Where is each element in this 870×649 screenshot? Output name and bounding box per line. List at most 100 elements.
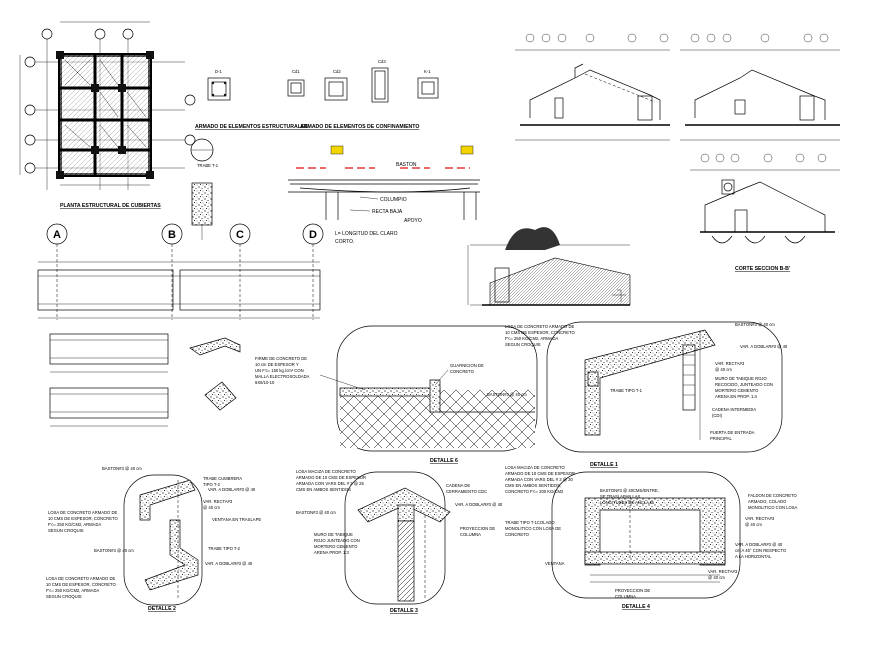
d1-puerta-2: PRINCIPAL: [710, 436, 732, 441]
d1-muro-4: ARENA EN PROP. 1:4: [715, 394, 757, 399]
d3-muro-3: MORTERO CEMENTO: [314, 544, 358, 549]
axis-c-label: C: [236, 229, 244, 241]
apoyo-label: APOYO: [404, 218, 422, 224]
section-bb-title: CORTE SECCION B-B': [735, 266, 790, 272]
small-eave-sections: [189, 337, 241, 411]
detalle-1: LOSA DE CONCRETO ARMADO DE 10 CMS DE ESP…: [505, 321, 788, 468]
d2-var-recta-1: VAR. RECTA#3: [203, 499, 233, 504]
trabe-t1-label: TRABE T-1: [197, 163, 219, 168]
d1-losa-1: LOSA DE CONCRETO ARMADO DE: [505, 324, 574, 329]
d2-losa-bot-2: 10 CMS DE ESPESOR, CONCRETO: [46, 582, 116, 587]
d1-losa-4: SEGUN CROQUIS: [505, 342, 541, 347]
d3-muro-4: ARENA PROP. 1:3: [314, 550, 350, 555]
d4-faldon-1: FALDON DE CONCRETO: [748, 493, 798, 498]
d3-proyeccion-1: PROYECCION DE: [460, 526, 495, 531]
d4-proyeccion-2: COLUMNA: [615, 594, 636, 599]
d2-losa-top-1: LOSA DE CONCRETO ARMADO DE: [48, 510, 117, 515]
d2-var-doblar-2: VAR. A DOBLAR#3 @ 40: [205, 561, 253, 566]
detalle-6: FIRME DE CONCRETO DE 10 cm DE ESPESOR Y …: [255, 325, 538, 464]
d3-baston: BASTON#3 @ 40 cm: [296, 510, 336, 515]
d4-losa-1: LOSA MACIZA DE CONCRETO: [505, 465, 565, 470]
d3-cadena-1: CADENA DE: [446, 483, 470, 488]
d3-proyeccion-2: COLUMNA: [460, 532, 481, 537]
elevation-left: [515, 33, 670, 141]
detalle-2: BASTON#3 @ 40 cm TRABE CUMBRERA TIPO T-2…: [46, 466, 261, 612]
cd1-label: Cd1: [292, 69, 300, 74]
elevation-right: [680, 33, 840, 141]
d4-losa-5: CONCRETO F'c= 200 KG/CM2: [505, 489, 564, 494]
d1-losa-2: 10 CMS DE ESPESOR, CONCRETO: [505, 330, 575, 335]
d2-var-doblar-1: VAR. A DOBLAR#3 @ 40: [208, 487, 256, 492]
section-bb: CORTE SECCION B-B': [690, 153, 840, 272]
firme-line-5: 6X6/10-10: [255, 380, 275, 385]
d3-muro-2: ROJO JUNTEADO CON: [314, 538, 360, 543]
beam-elevations: [37, 261, 321, 427]
baston-label: BASTON: [396, 162, 417, 168]
structural-elements: D-1 ARMADO DE ELEMENTOS ESTRUCTURALES: [195, 69, 308, 130]
d4-faldon-2: ARMADO, COLADO: [748, 499, 787, 504]
d4-trabe-1: TRABE TIPO T-1COLADO: [505, 520, 555, 525]
firme-line-3: UN F'c= 150 kg./cm² CON: [255, 368, 304, 373]
d3-cadena-2: CERRAMIENTO CDC: [446, 489, 487, 494]
d1-cadena-2: (CDI): [712, 413, 723, 418]
recta-baja-label: RECTA BAJA: [372, 209, 403, 215]
firme-line-1: FIRME DE CONCRETO DE: [255, 356, 307, 361]
d2-baston-top: BASTON#3 @ 40 cm: [102, 466, 142, 471]
d2-ventana: VENTANA EN TRASLAPE: [212, 517, 261, 522]
d3-muro-1: MURO DE TABIQUE: [314, 532, 353, 537]
d4-losa-3: ARMADA CON VARS DEL # 3 @ 30: [505, 477, 573, 482]
detalle6-title: DETALLE 6: [430, 458, 458, 464]
guarnicion-line-2: CONCRETO: [450, 369, 475, 374]
d3-losa-2: ARMADO DE 10 CMS DE ESPESOR: [296, 475, 366, 480]
columpio-label: COLUMPIO: [380, 197, 407, 203]
d4-var-doblar-2: cm A 45° CON RESPECTO: [735, 548, 787, 553]
firme-line-4: MALLA ELECTROSOLDADA: [255, 374, 310, 379]
detalle3-title: DETALLE 3: [390, 608, 418, 614]
d2-cumbrera-1: TRABE CUMBRERA: [203, 476, 242, 481]
d1-trabe: TRABE TIPO T-1: [610, 388, 643, 393]
detalle6-baston: BASTON#3 @ 40 cm: [487, 392, 527, 397]
d2-losa-top-4: SEGUN CROQUIS: [48, 528, 84, 533]
detalle4-title: DETALLE 4: [622, 604, 650, 610]
d3-losa-3: ARMADA CON VARS DEL # 3 @ 25: [296, 481, 364, 486]
cd2-label: Cd2: [333, 69, 341, 74]
d4-var-recta2-1: VAR. RECTA#3: [708, 569, 738, 574]
confinement-elements-title: ARMADO DE ELEMENTOS DE CONFINAMIENTO: [300, 124, 419, 130]
d1-var-recta-2: @ 40 cm: [715, 367, 732, 372]
d4-var-recta-2: @ 40 cm: [745, 522, 762, 527]
d4-var-recta-1: VAR. RECTA#3: [745, 516, 775, 521]
detalle-4: LOSA MACIZA DE CONCRETO ARMADO DE 10 CMS…: [505, 465, 798, 610]
d3-losa-1: LOSA MACIZA DE CONCRETO: [296, 469, 356, 474]
d3-losa-4: CMS EN AMBOS SENTIDOS: [296, 487, 351, 492]
d4-baston-1: BASTON#3 @ 40CMS/ENTRE,: [600, 488, 659, 493]
claro-line1: L= LONGITUD DEL CLARO: [335, 231, 398, 237]
d2-var-recta-2: @ 40 cm: [203, 505, 220, 510]
d1-var-doblar: VAR. A DOBLAR#3 @ 40: [740, 344, 788, 349]
detalle2-title: DETALLE 2: [148, 606, 176, 612]
house-render: [467, 227, 631, 306]
d4-ventana: VENTANA: [545, 561, 565, 566]
d2-baston-mid: BASTON#3 @ 40 cm: [94, 548, 134, 553]
d2-losa-top-2: 10 CMS DE ESPESOR, CONCRETO: [48, 516, 118, 521]
cd3-label: Cd3: [378, 59, 386, 64]
d1-baston: BASTON#3 @ 40 cm: [735, 322, 775, 327]
d4-var-doblar-1: VAR. A DOBLAR#3 @ 40: [735, 542, 783, 547]
d2-losa-bot-1: LOSA DE CONCRETO ARMADO DE: [46, 576, 115, 581]
d4-var-doblar-3: A LA HORIZONTAL: [735, 554, 772, 559]
firme-line-2: 10 cm DE ESPESOR Y: [255, 362, 299, 367]
d4-var-recta2-2: @ 40 cm: [708, 575, 725, 580]
d1-var-recta-1: VAR. RECTA#3: [715, 361, 745, 366]
axis-d-label: D: [309, 229, 317, 241]
claro-line2: CORTO.: [335, 239, 354, 245]
d1-puerta-1: PUERTA DE ENTRADA: [710, 430, 755, 435]
structural-roof-plan: PLANTA ESTRUCTURAL DE CUBIERTAS: [19, 21, 196, 209]
plan-title: PLANTA ESTRUCTURAL DE CUBIERTAS: [60, 203, 161, 209]
trabe-t1-detail: TRABE T-1: [190, 138, 219, 240]
d2-trabe-t2: TRABE TIPO T-2: [208, 546, 241, 551]
d4-trabe-3: CONCRETO: [505, 532, 530, 537]
grid-axes: A B C D: [46, 223, 324, 320]
d4-baston-3: LONGITUDES DE ANCLAJE: [600, 500, 654, 505]
d4-trabe-2: MONOLITICO CON LOSA DE: [505, 526, 561, 531]
d1-cadena-1: CADENA INTERMEDIA: [712, 407, 756, 412]
